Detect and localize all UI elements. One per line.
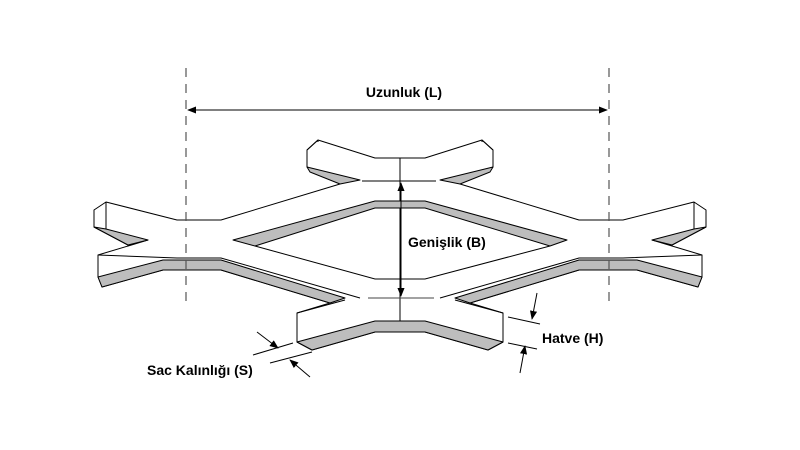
pitch-extension-line: [507, 342, 538, 350]
pitch-arrow-bottom: [519, 345, 528, 374]
thickness-arrow-bottom: [289, 359, 311, 378]
width-label: Genişlik (B): [408, 234, 486, 250]
bottom-piece-rim-center: [375, 321, 425, 332]
thickness-arrow-top: [256, 331, 279, 349]
thickness-label: Sac Kalınlığı (S): [147, 362, 253, 378]
pitch-label: Hatve (H): [542, 330, 603, 346]
pitch-extension-line: [507, 316, 541, 325]
length-label: Uzunluk (L): [366, 84, 442, 100]
thickness-extension-line: [252, 342, 294, 356]
thickness-extension-line: [269, 351, 313, 364]
pitch-arrow-top: [529, 292, 538, 320]
mesh-left-half: [93, 139, 401, 351]
